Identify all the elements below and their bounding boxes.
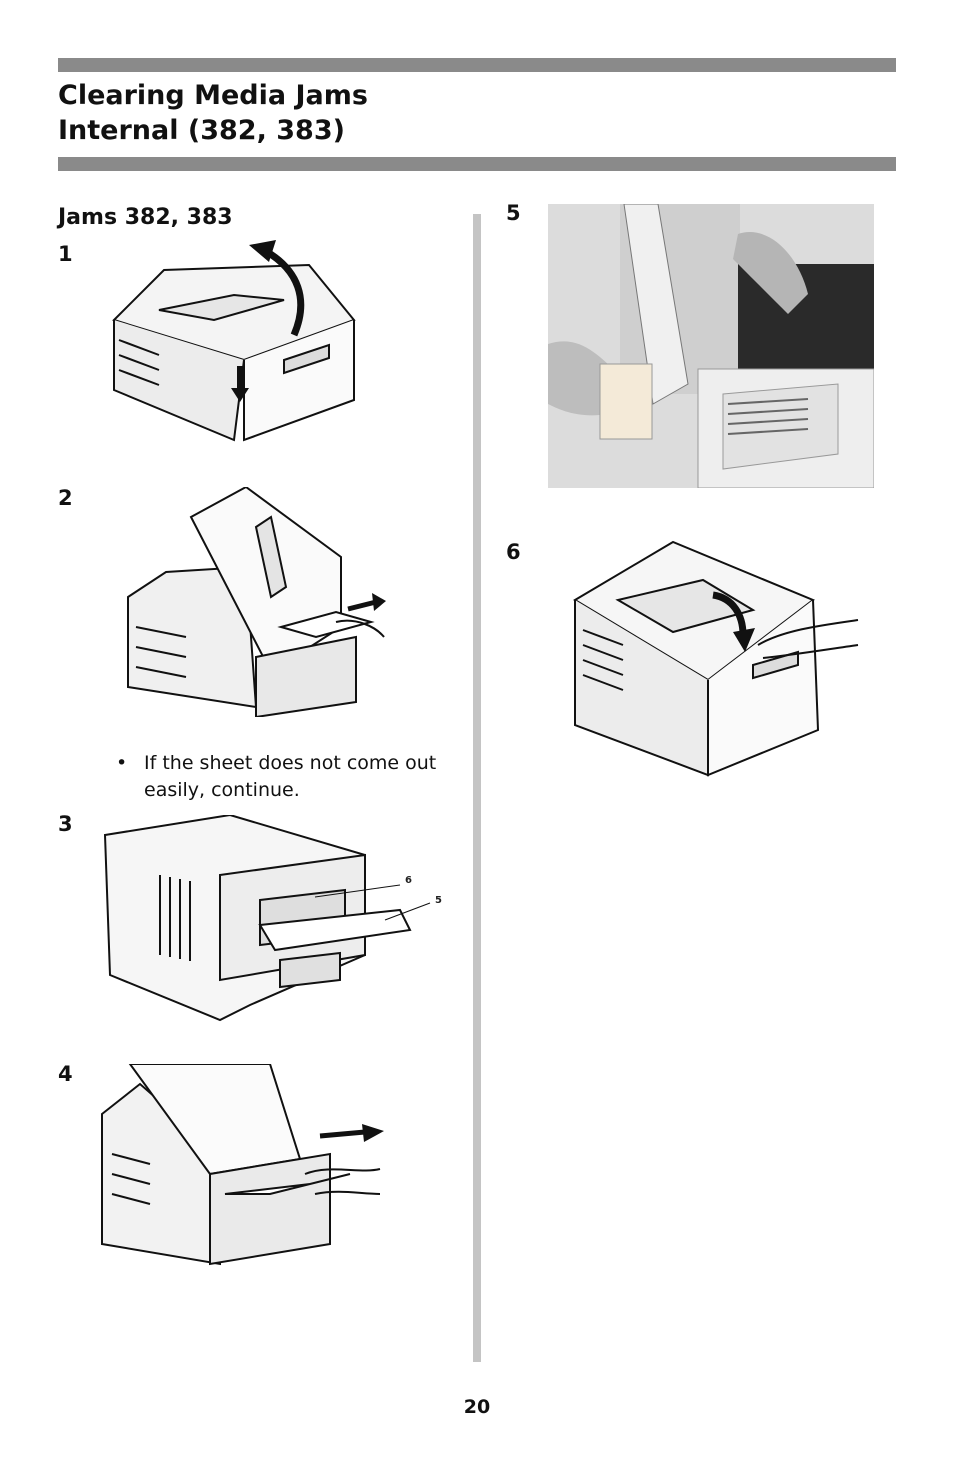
step-4-number: 4 [58,1062,73,1086]
bottom-rule [58,157,896,171]
continue-note: • If the sheet does not come out easily,… [116,750,446,804]
page-number: 20 [463,1396,491,1418]
step-4-illustration [101,1064,384,1266]
step-5-photo [548,204,874,488]
callout-6: 6 [405,875,412,886]
page-title: Clearing Media Jams Internal (382, 383) [58,78,368,148]
bullet-text: If the sheet does not come out easily, c… [144,752,437,801]
column-divider [473,214,481,1362]
section-heading: Jams 382, 383 [58,205,233,230]
step-2-illustration [127,487,386,717]
bullet-glyph: • [116,752,128,774]
callout-5: 5 [435,895,442,906]
page-title-line1: Clearing Media Jams [58,80,368,111]
step-6-illustration [573,540,859,777]
top-rule [58,58,896,72]
page-title-line2: Internal (382, 383) [58,115,345,146]
step-1-illustration [112,240,356,442]
step-6-number: 6 [506,540,521,564]
step-5-number: 5 [506,201,521,225]
step-2-number: 2 [58,486,73,510]
step-1-number: 1 [58,242,73,266]
step-3-illustration: 6 5 [103,815,442,1022]
step-3-number: 3 [58,812,73,836]
